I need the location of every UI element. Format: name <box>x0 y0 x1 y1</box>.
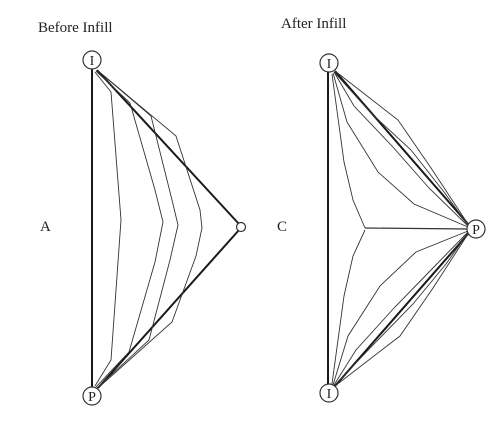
section-letter-a: A <box>40 219 51 235</box>
after-upper-flow-line-3 <box>333 71 469 227</box>
before-bottom-node: P <box>82 386 102 406</box>
after-lower-flow-line-3 <box>333 231 469 386</box>
after-bottom-node-circle <box>319 383 339 403</box>
before-flow-line-4 <box>96 69 203 389</box>
before-flow-line-2 <box>95 70 164 388</box>
after-right-node-circle <box>466 219 486 239</box>
after-right-node: P <box>466 219 486 239</box>
after-central-streamline <box>364 227 469 230</box>
after-top-node-circle <box>319 53 339 73</box>
before-infill-title: Before Infill <box>38 20 113 36</box>
before-bottom-node-circle <box>82 386 102 406</box>
after-right-node-label: P <box>472 223 480 238</box>
before-top-node-label: I <box>90 54 95 69</box>
section-letter-c: C <box>277 219 287 235</box>
before-flow-line-1 <box>94 71 122 387</box>
after-infill-title: After Infill <box>281 16 346 32</box>
after-lower-flow-line-4 <box>333 232 469 387</box>
before-upper-boundary <box>96 69 240 225</box>
before-flow-line-3 <box>96 69 179 389</box>
before-apex-point <box>235 221 247 233</box>
before-bottom-node-label: P <box>88 390 96 405</box>
after-top-node-label: I <box>327 57 332 72</box>
after-lower-flow-line-1 <box>331 229 366 385</box>
after-upper-flow-line-1 <box>331 73 366 229</box>
after-infill-panel: After Infill C I P <box>277 16 486 403</box>
after-lower-boundary <box>334 233 469 387</box>
after-bottom-node: I <box>319 383 339 403</box>
before-lower-boundary <box>97 229 240 389</box>
before-top-node-circle <box>82 50 102 70</box>
after-upper-flow-line-4 <box>333 71 469 226</box>
after-lower-flow-line-5 <box>334 233 469 387</box>
before-top-node: I <box>82 50 102 70</box>
after-upper-flow-line-2 <box>332 72 469 228</box>
after-upper-boundary <box>334 70 469 225</box>
after-top-node: I <box>319 53 339 73</box>
after-upper-flow-line-5 <box>334 70 469 225</box>
before-infill-panel: Before Infill A I P <box>38 20 247 406</box>
after-bottom-node-label: I <box>327 387 332 402</box>
after-lower-flow-line-2 <box>332 230 469 386</box>
